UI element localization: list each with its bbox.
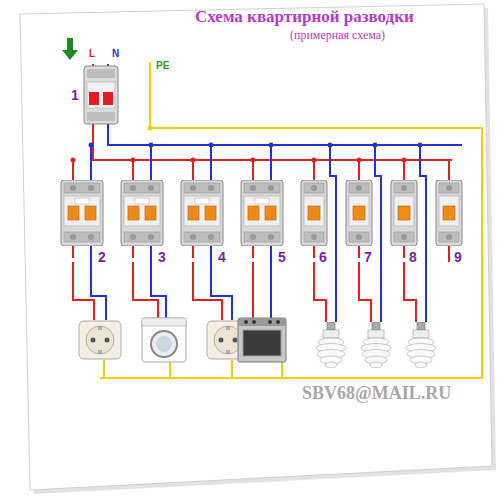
callout-number: 7 bbox=[364, 250, 372, 265]
watermark: SBV68@MAIL.RU bbox=[300, 384, 453, 404]
earth-label: PE bbox=[156, 60, 169, 71]
callout-number: 2 bbox=[98, 250, 106, 265]
callout-number: 9 bbox=[454, 250, 462, 265]
callout-number: 3 bbox=[158, 250, 166, 265]
phase-label: L bbox=[89, 48, 95, 59]
callout-number: 6 bbox=[319, 250, 327, 265]
callout-number: 1 bbox=[71, 88, 79, 103]
subtitle: (примерная схема) bbox=[290, 29, 385, 42]
neutral-label: N bbox=[112, 48, 119, 59]
callout-number: 5 bbox=[278, 250, 286, 265]
callout-number: 4 bbox=[218, 250, 226, 265]
diagram-title: Схема квартирной разводки bbox=[195, 8, 414, 27]
callout-number: 8 bbox=[409, 250, 417, 265]
